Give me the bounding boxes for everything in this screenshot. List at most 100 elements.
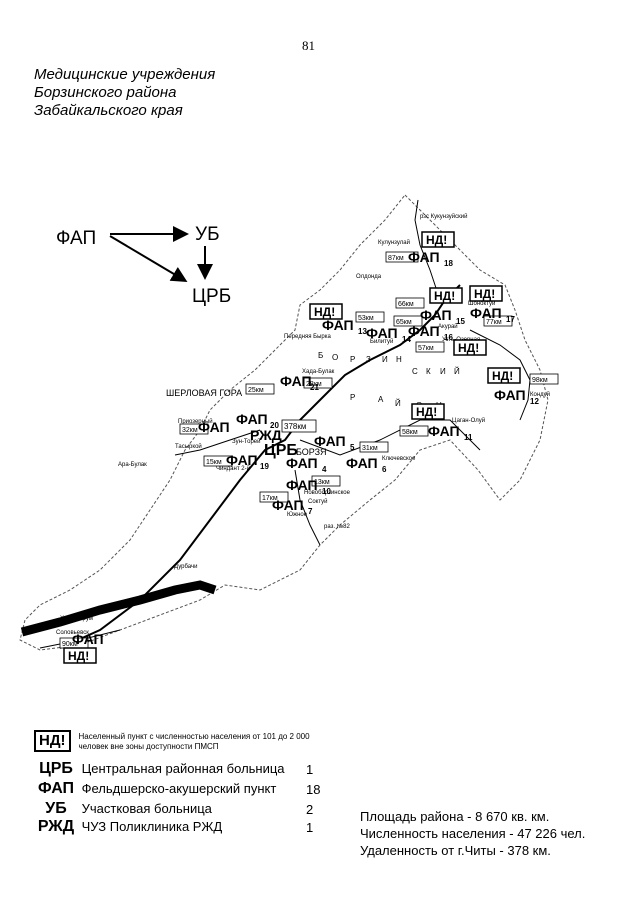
fap-marker: ФАП (236, 411, 268, 427)
region-letter: Б (318, 351, 323, 360)
distance-label: 57км (418, 345, 434, 352)
nd-marker: НД! (434, 289, 455, 303)
distance-label: 31км (362, 445, 378, 452)
settlement-label: ШЕРЛОВАЯ ГОРА (166, 388, 242, 398)
fap-marker: ФАП (314, 433, 346, 449)
fap-number: 15 (456, 317, 465, 326)
distance-label: 378км (284, 422, 306, 431)
legend-name: Участковая больница (81, 801, 212, 816)
legend-row-crb: ЦРБ Центральная районная больница 1 (34, 760, 313, 778)
settlement-label: Передняя Бырка (284, 334, 332, 340)
distance-label: 28км (306, 381, 322, 388)
scheme-ub: УБ (195, 224, 220, 245)
region-letter: З (366, 355, 371, 364)
region-letter: А (378, 395, 384, 404)
title-line-1: Медицинские учреждения (34, 66, 216, 83)
region-letter: О (332, 353, 338, 362)
legend-row-ub: УБ Участковая больница 2 (34, 800, 313, 818)
fap-number: 11 (464, 433, 473, 442)
legend-abbr: УБ (45, 800, 67, 817)
distance-label: 15км (206, 459, 222, 466)
settlement-label: Акурай (438, 323, 458, 330)
fap-number: 5 (350, 443, 355, 452)
fap-marker: ФАП (494, 387, 526, 403)
settlement-label: раз. №82 (324, 523, 350, 530)
scheme-fap: ФАП (56, 228, 96, 249)
legend-name: ЧУЗ Поликлиника РЖД (81, 819, 223, 834)
fap-number: 17 (506, 315, 515, 324)
legend-name: Фельдшерско-акушерский пункт (81, 781, 277, 796)
settlement-label: Тасыркой (175, 443, 202, 450)
page-number: 81 (302, 38, 315, 53)
stat-population: Численность населения - 47 226 чел. (360, 826, 586, 841)
distance-label: 32км (182, 427, 198, 434)
fap-number: 13 (358, 327, 367, 336)
scheme-crb: ЦРБ (192, 286, 231, 307)
settlement-label: Ключевское (382, 456, 416, 462)
legend: НД! Населенный пункт с численностью насе… (34, 730, 334, 835)
settlement-label: Приозерный (178, 418, 213, 425)
fap-number: 20 (270, 421, 279, 430)
fap-marker: ФАП (470, 305, 502, 321)
settlement-label: БОРЗЯ (296, 447, 326, 457)
nd-marker: НД! (68, 649, 89, 663)
settlement-label: Зун-Торей (232, 438, 261, 445)
fap-number: 16 (444, 333, 453, 342)
region-letter: И (440, 367, 446, 376)
region-letter: Й (454, 367, 460, 376)
nd-marker: НД! (314, 305, 335, 319)
nd-marker: НД! (492, 369, 513, 383)
fap-marker: ФАП (420, 307, 452, 323)
fap-number: 4 (322, 465, 327, 474)
legend-count: 1 (306, 762, 314, 777)
legend-name: Центральная районная больница (81, 761, 285, 776)
distance-label: 17км (262, 495, 278, 502)
settlement-label: Чиндант 2-й (216, 465, 250, 472)
rzhd-marker: РЖД (250, 427, 282, 443)
region-letter: Н (396, 355, 402, 364)
fap-marker: ФАП (408, 323, 440, 339)
legend-count: 2 (306, 802, 314, 817)
fap-number: 12 (530, 397, 539, 406)
settlement-label: Олдонда (356, 274, 382, 280)
settlement-label: Хара-Торум (60, 616, 93, 622)
nd-marker: НД! (416, 405, 437, 419)
river (20, 580, 217, 637)
district-border (19, 194, 549, 651)
settlement-label: Кулунзулай (378, 239, 410, 246)
fap-marker: ФАП (286, 455, 318, 471)
region-letter: К (426, 367, 431, 376)
stat-distance: Удаленность от г.Читы - 378 км. (360, 843, 551, 858)
settlement-label: рзс Кукунзуйский (420, 213, 467, 220)
fap-marker: ФАП (198, 419, 230, 435)
crb-marker: ЦРБ (264, 442, 298, 459)
fap-marker: ФАП (408, 249, 440, 265)
settlement-label: Соктуй (308, 498, 328, 505)
region-letter: И (382, 355, 388, 364)
nd-marker: НД! (426, 233, 447, 247)
legend-row-fap: ФАП Фельдшерско-акушерский пункт 18 (34, 780, 321, 798)
legend-nd-row: НД! Населенный пункт с численностью насе… (34, 730, 334, 752)
fap-number: 18 (444, 259, 453, 268)
region-letter: С (412, 367, 418, 376)
region-letter: Р (350, 393, 355, 402)
fap-number: 7 (308, 507, 313, 516)
fap-number: 10 (322, 487, 331, 496)
fap-marker: ФАП (272, 497, 304, 513)
settlement-label: Шоноктуй (468, 300, 495, 307)
legend-abbr: ФАП (37, 780, 75, 797)
legend-nd-description: Населенный пункт с численностью населени… (78, 732, 310, 751)
region-letter: Р (350, 355, 355, 364)
fap-marker: ФАП (72, 631, 104, 647)
distance-label: 53км (358, 315, 374, 322)
distance-label: 98км (532, 377, 548, 384)
legend-abbr: РЖД (37, 818, 75, 835)
title-line-3: Забайкальского края (34, 102, 183, 119)
distance-label: 25км (248, 387, 264, 394)
legend-nd-badge: НД! (34, 730, 71, 752)
fap-marker: ФАП (286, 477, 318, 493)
distance-label: 87км (388, 255, 404, 262)
distance-label: 58км (402, 429, 418, 436)
nd-marker: НД! (458, 341, 479, 355)
road-south (294, 469, 321, 546)
